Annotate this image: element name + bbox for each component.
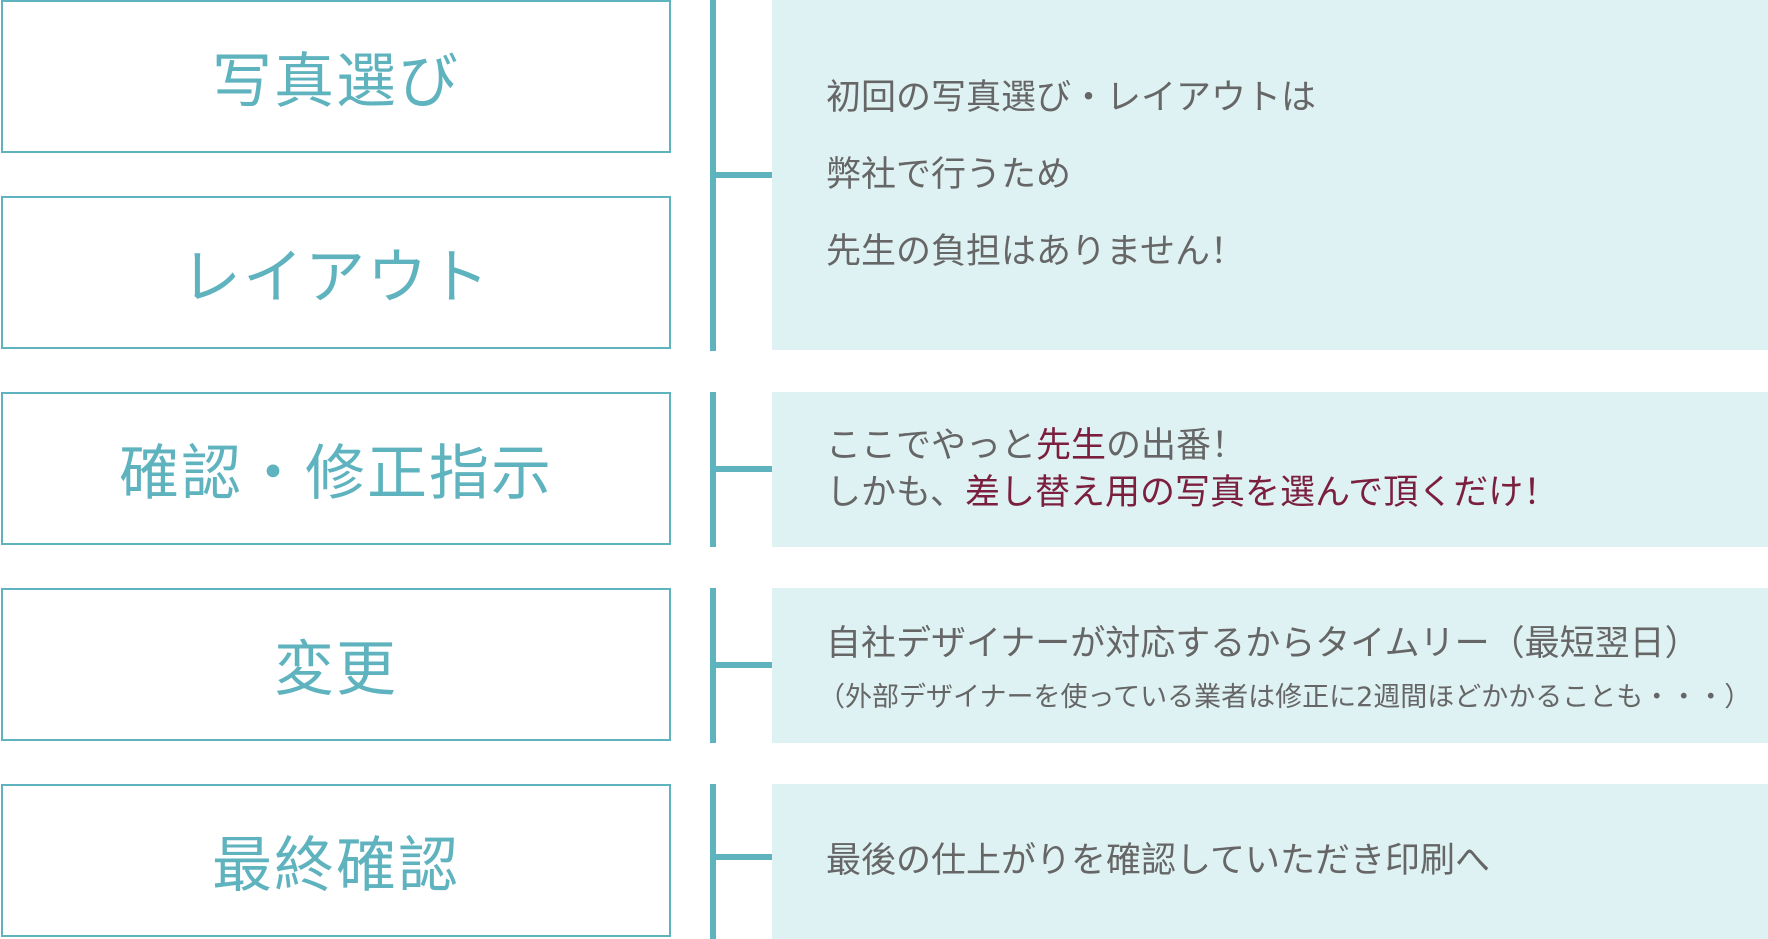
description-panel-photo-layout: 初回の写真選び・レイアウトは 弊社で行うため 先生の負担はありません！ (772, 0, 1768, 350)
text-segment: ここでやっと (826, 425, 1037, 466)
description-line: しかも、差し替え用の写真を選んで頂くだけ！ (826, 472, 1768, 513)
step-box-layout: レイアウト (1, 196, 671, 349)
connector-horizontal-line (710, 466, 786, 472)
description-line: 最後の仕上がりを確認していただき印刷へ (826, 841, 1490, 881)
connector-vertical-line (710, 784, 716, 939)
connector-horizontal-line (710, 854, 786, 860)
description-line: 弊社で行うため (826, 154, 1072, 195)
description-panel-final: 最後の仕上がりを確認していただき印刷へ (772, 784, 1768, 939)
highlight-text: 先生 (1036, 425, 1107, 466)
highlight-text: 差し替え用の写真を選んで頂くだけ！ (964, 472, 1559, 513)
step-label: 最終確認 (212, 831, 460, 901)
connector-horizontal-line (710, 662, 786, 668)
step-label: レイアウト (181, 243, 491, 313)
description-line: ここでやっと先生の出番！ (826, 425, 1768, 466)
step-label: 写真選び (212, 47, 460, 117)
description-panel-check: ここでやっと先生の出番！ しかも、差し替え用の写真を選んで頂くだけ！ (772, 392, 1768, 547)
step-box-change: 変更 (1, 588, 671, 741)
step-box-check-and-revision: 確認・修正指示 (1, 392, 671, 545)
connector-horizontal-line (710, 172, 786, 178)
description-line: 自社デザイナーが対応するからタイムリー（最短翌日） (826, 623, 1700, 664)
text-segment: の出番！ (1106, 425, 1247, 466)
step-box-final-check: 最終確認 (1, 784, 671, 937)
text-segment: しかも、 (826, 472, 965, 513)
step-box-photo-selection: 写真選び (1, 0, 671, 153)
step-label: 変更 (274, 635, 398, 705)
description-line: 先生の負担はありません！ (826, 231, 1245, 272)
description-line: 初回の写真選び・レイアウトは (826, 77, 1317, 118)
step-label: 確認・修正指示 (119, 439, 553, 509)
description-note: （外部デザイナーを使っている業者は修正に2週間ほどかかることも・・・） (818, 681, 1752, 713)
description-panel-change: 自社デザイナーが対応するからタイムリー（最短翌日） （外部デザイナーを使っている… (772, 588, 1768, 743)
